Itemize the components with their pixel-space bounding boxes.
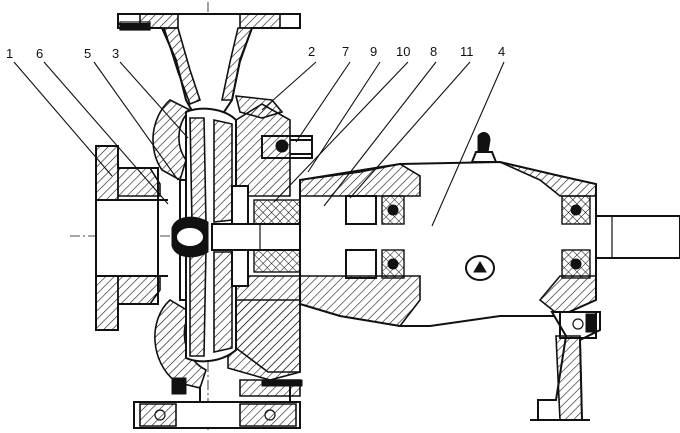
callout-10: 10	[396, 44, 410, 59]
leader-lines	[13, 61, 505, 227]
callout-4: 4	[498, 44, 505, 59]
flange-bolts	[119, 23, 597, 395]
callout-2: 2	[308, 44, 315, 59]
bearings	[345, 195, 591, 279]
callout-8: 8	[430, 44, 437, 59]
callout-9: 9	[370, 44, 377, 59]
callouts: 1 6 5 3 2 7 9 10 8 11 4	[6, 44, 505, 61]
casing-foot	[133, 401, 301, 429]
callout-3: 3	[112, 46, 119, 61]
callout-5: 5	[84, 46, 91, 61]
suction-flange	[95, 145, 168, 331]
support-foot	[530, 311, 601, 421]
bearing-frame	[299, 132, 597, 327]
callout-1: 1	[6, 46, 13, 61]
callout-6: 6	[36, 46, 43, 61]
callout-11: 11	[460, 44, 474, 59]
callout-7: 7	[342, 44, 349, 59]
impeller	[171, 107, 237, 363]
